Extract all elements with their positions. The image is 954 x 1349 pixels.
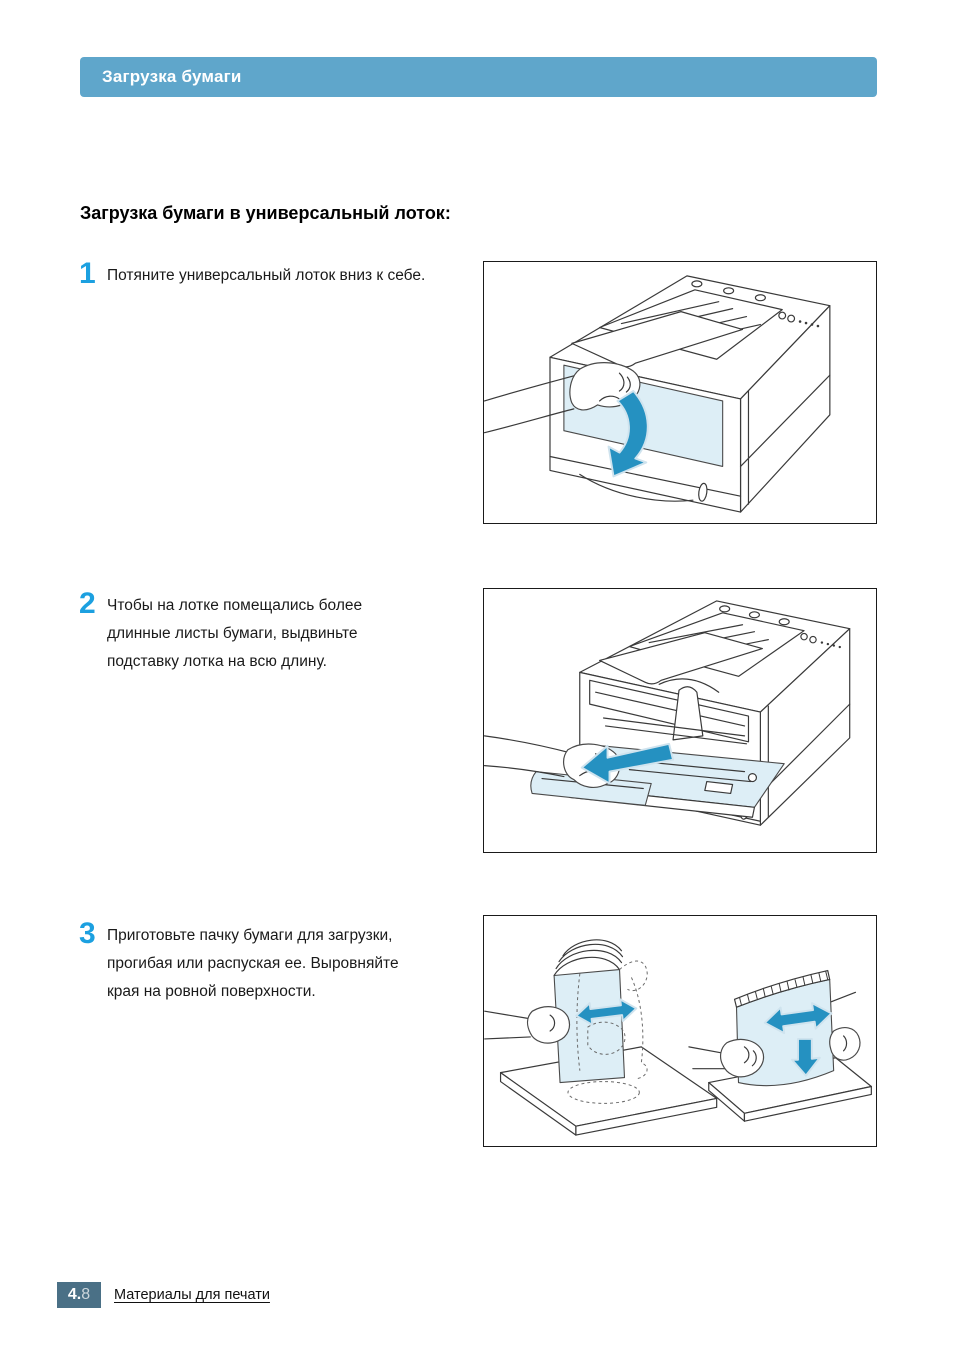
- tap-down-arrow-icon: [791, 1037, 821, 1077]
- pull-down-arrow-icon: [607, 390, 649, 478]
- page-number-badge: 4.8: [57, 1282, 101, 1308]
- control-panel-leds: [800, 632, 841, 649]
- step-2-text: Чтобы на лотке помещались более длинные …: [107, 597, 363, 670]
- step-1-text: Потяните универсальный лоток вниз к себе…: [107, 267, 426, 284]
- page-footer: 4.8 Материалы для печати: [57, 1282, 270, 1308]
- page-number-chapter: 4.: [67, 1286, 82, 1303]
- printer-illustration-2: [484, 600, 851, 826]
- paper-prep-illustration: [484, 939, 872, 1136]
- sheet-edges-hatch: [739, 971, 829, 1006]
- page-number-page: 8: [81, 1286, 91, 1303]
- pull-out-arrow-icon: [580, 742, 675, 785]
- figure-step-1-printer-tray-down: [483, 261, 877, 524]
- fan-paper-scene: [484, 939, 718, 1136]
- control-panel-leds: [778, 311, 820, 328]
- figure-step-2-extend-tray: [483, 588, 877, 853]
- step-3-number: 3: [79, 917, 96, 950]
- fan-double-arrow-icon: [575, 998, 638, 1026]
- section-heading: Загрузка бумаги в универсальный лоток:: [80, 203, 451, 223]
- step-1-number: 1: [79, 257, 96, 290]
- step-3-text: Приготовьте пачку бумаги для загрузки, п…: [107, 927, 399, 1000]
- footer-section-link[interactable]: Материалы для печати: [114, 1287, 270, 1303]
- printer-illustration-1: [484, 275, 831, 513]
- figure-step-3-prepare-paper: [483, 915, 877, 1147]
- flex-paper-scene: [688, 969, 872, 1122]
- step-2-number: 2: [79, 587, 96, 620]
- chapter-title: Загрузка бумаги: [102, 67, 242, 86]
- flex-double-arrow-icon: [763, 1002, 833, 1035]
- chapter-header-bar: Загрузка бумаги: [80, 57, 877, 97]
- paper-width-guide: [672, 686, 704, 741]
